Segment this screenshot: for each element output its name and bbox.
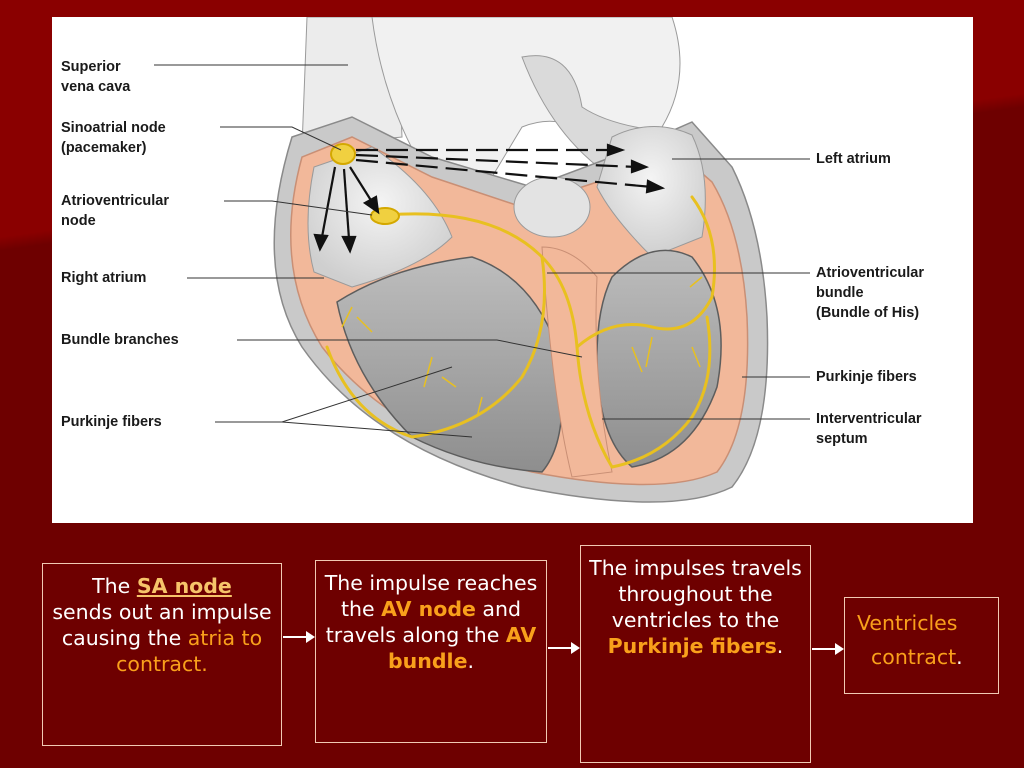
impulse-arrows xyxy=(313,143,666,254)
step-4-text-c: . xyxy=(956,645,963,669)
step-3-text-c: . xyxy=(776,634,784,658)
purkinje-fibers-highlight: Purkinje fibers xyxy=(607,634,777,658)
leader-lines xyxy=(154,64,810,438)
flow-arrow-3 xyxy=(812,643,844,655)
contract-highlight: contract xyxy=(871,645,957,669)
conduction-pathway xyxy=(325,195,716,469)
step-1-box: The SA node sends out an impulse causing… xyxy=(42,563,282,746)
sa-node-highlight: SA node xyxy=(136,574,232,598)
step-1-text-a: The xyxy=(92,574,137,598)
sa-node-shape xyxy=(330,143,356,165)
label-superior-vena-cava: Superior vena cava xyxy=(61,59,131,95)
label-right-atrium: Right atrium xyxy=(61,270,147,286)
flow-arrow-1 xyxy=(283,631,315,643)
label-sinoatrial-node: Sinoatrial node (pacemaker) xyxy=(61,120,166,156)
label-atrioventricular-node: Atrioventricular node xyxy=(61,193,169,229)
step-2-box: The impulse reaches the AV node and trav… xyxy=(315,560,547,743)
label-bundle-branches: Bundle branches xyxy=(61,332,179,348)
label-interventricular-septum: Interventricular septum xyxy=(816,411,922,447)
flow-arrow-2 xyxy=(548,642,580,654)
purkinje-fibers-detail xyxy=(341,276,703,418)
step-3-text-a: The impulses travels throughout the vent… xyxy=(589,556,802,632)
heart-illustration xyxy=(154,17,810,503)
step-2-text-a: The impulse reaches the xyxy=(324,571,538,621)
left-bundle-branch-path xyxy=(575,195,716,349)
av-bundle-highlight: AV bundle xyxy=(388,623,537,673)
av-bundle-path xyxy=(385,212,614,469)
right-bundle-branch-path xyxy=(325,255,546,439)
step-2-text-c: and travels along the xyxy=(325,597,521,647)
aortic-valve-shape xyxy=(513,176,591,238)
step-2-text-e: . xyxy=(467,649,474,673)
label-left-atrium: Left atrium xyxy=(816,151,891,167)
label-purkinje-fibers-right: Purkinje fibers xyxy=(816,369,917,385)
av-node-highlight: AV node xyxy=(381,597,476,621)
heart-conduction-diagram: Superior vena cava Sinoatrial node (pace… xyxy=(52,17,973,523)
label-purkinje-fibers-left: Purkinje fibers xyxy=(61,414,162,430)
purkinje-path xyxy=(610,315,712,469)
step-1-text-c: sends out an impulse causing the xyxy=(52,600,272,650)
ventricles-highlight: Ventricles xyxy=(857,611,958,635)
step-3-box: The impulses travels throughout the vent… xyxy=(580,545,811,763)
label-atrioventricular-bundle: Atrioventricular bundle (Bundle of His) xyxy=(816,265,924,321)
step-4-box: Ventricles contract. xyxy=(844,597,999,694)
atria-contract-highlight: atria to contract. xyxy=(116,626,263,676)
